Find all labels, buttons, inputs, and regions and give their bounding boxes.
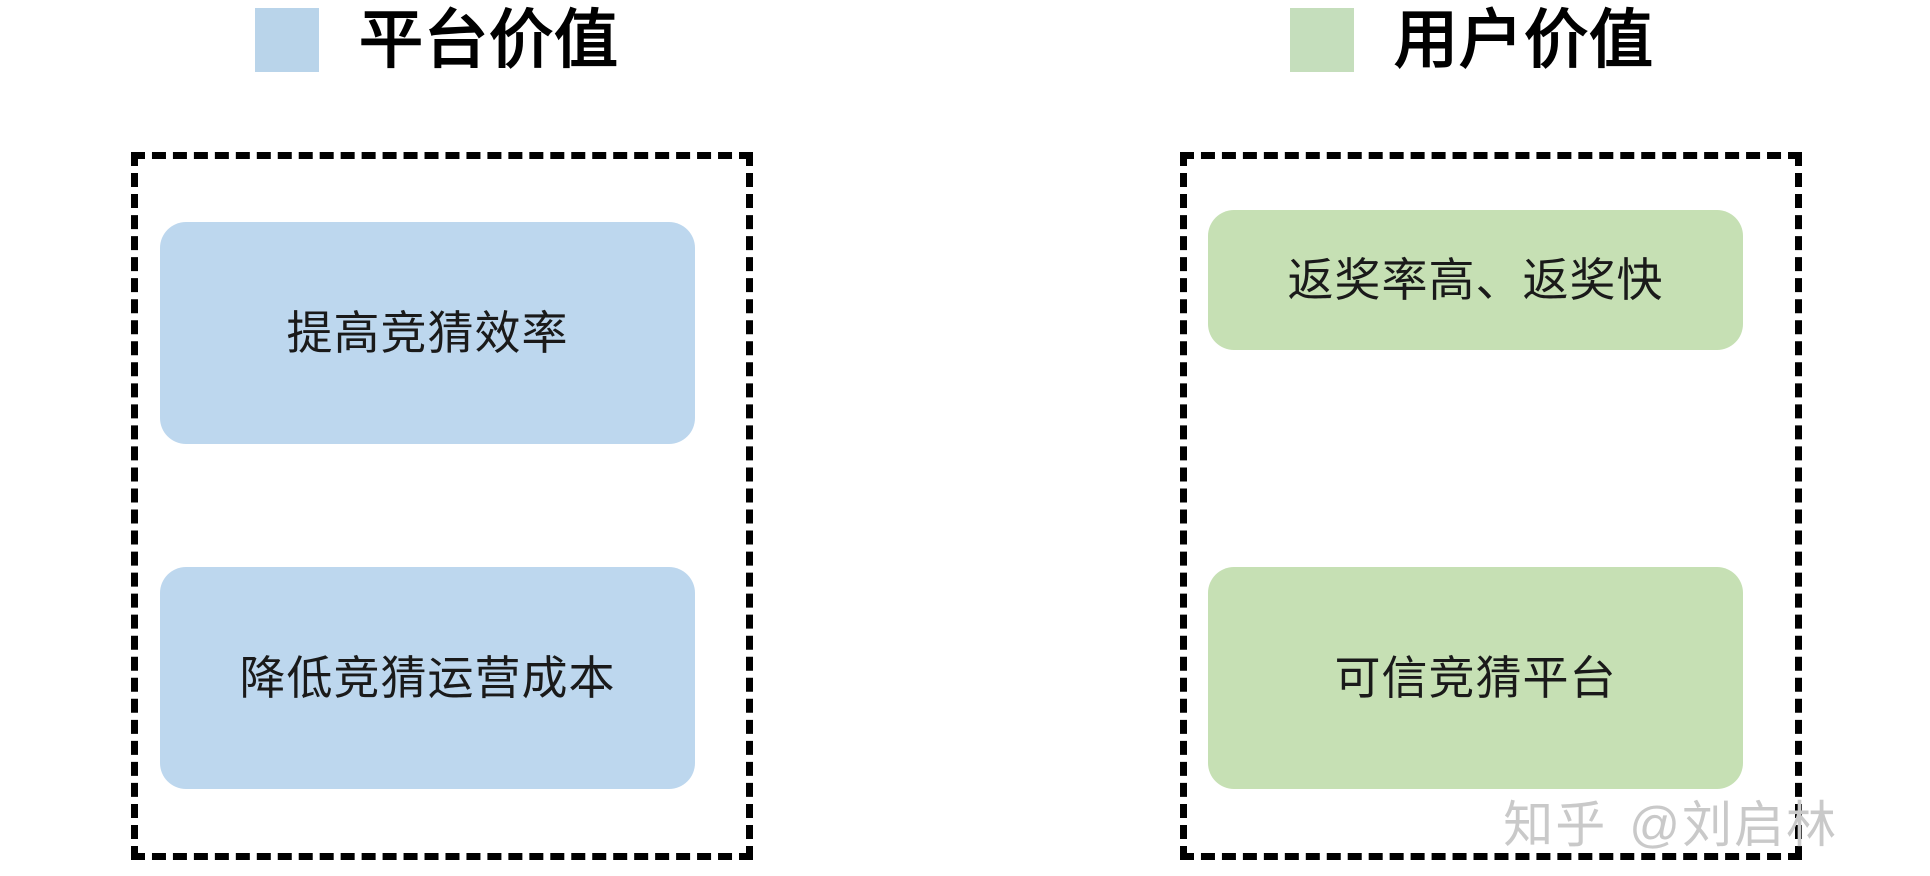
value-card-user-2[interactable]: 可信竞猜平台 [1208,567,1743,789]
watermark-brand: 知乎 [1503,797,1608,853]
watermark-handle: @刘启林 [1629,797,1838,853]
value-card-label: 可信竞猜平台 [1334,652,1617,704]
column-title-user-value: 用户价值 [1394,4,1654,76]
value-card-label: 返奖率高、返奖快 [1287,254,1664,306]
value-card-platform-2[interactable]: 降低竞猜运营成本 [160,567,695,789]
legend-swatch-user-value [1290,8,1354,72]
column-header-platform-value: 平台价值 [255,8,619,72]
legend-swatch-platform-value [255,8,319,72]
value-card-user-1[interactable]: 返奖率高、返奖快 [1208,210,1743,350]
watermark: 知乎 @刘启林 [1503,800,1838,850]
dashed-group-user-value [1180,152,1802,860]
column-title-platform-value: 平台价值 [359,4,619,76]
value-card-platform-1[interactable]: 提高竞猜效率 [160,222,695,444]
value-card-label: 降低竞猜运营成本 [239,652,616,704]
dashed-group-platform-value [131,152,753,860]
column-header-user-value: 用户价值 [1290,8,1654,72]
value-card-label: 提高竞猜效率 [286,307,569,359]
